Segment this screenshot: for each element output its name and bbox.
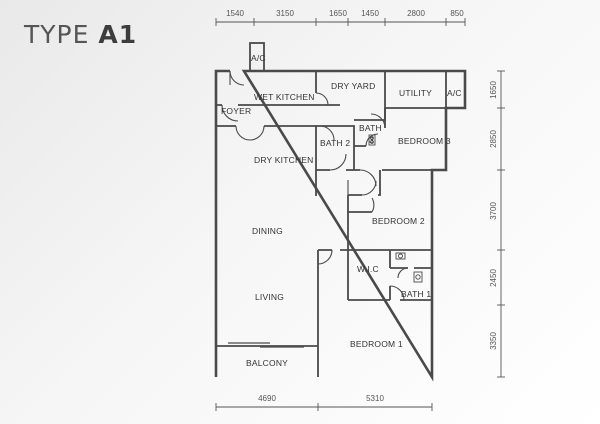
title-prefix: TYPE: [24, 20, 90, 49]
room-balcony: BALCONY: [246, 358, 288, 368]
room-bedroom-3: BEDROOM 3: [398, 136, 451, 146]
door-swings: [221, 70, 409, 301]
room-bath-2: BATH 2: [320, 138, 350, 148]
dim-top-1: 1540: [226, 9, 244, 18]
unit-type-code: A1: [98, 20, 138, 49]
bottom-dimension-line: [215, 403, 433, 411]
dim-right-3: 3700: [489, 202, 498, 220]
room-labels: A/C WET KITCHEN FOYER DRY YARD UTILITY A…: [221, 53, 462, 368]
dim-top-5: 2800: [407, 9, 425, 18]
page-title: TYPE A1: [24, 20, 137, 49]
right-dimension-line: [497, 70, 505, 378]
right-dimension-labels: 1650 2850 3700 2450 3350: [489, 81, 498, 350]
room-utility: UTILITY: [399, 88, 432, 98]
room-dry-yard: DRY YARD: [331, 81, 375, 91]
interior-walls: [216, 42, 447, 377]
room-living: LIVING: [255, 292, 284, 302]
dim-right-1: 1650: [489, 81, 498, 99]
bottom-dimension-labels: 4690 5310: [258, 394, 384, 403]
sink-fixture: [368, 134, 376, 146]
outer-walls: [214, 69, 467, 382]
dim-right-5: 3350: [489, 332, 498, 350]
room-bath-3-line1: BATH: [359, 123, 382, 133]
room-ac-right: A/C: [447, 88, 462, 98]
dim-right-4: 2450: [489, 269, 498, 287]
room-dry-kitchen: DRY KITCHEN: [254, 155, 314, 165]
dim-top-3: 1650: [329, 9, 347, 18]
room-bath-3-line2: 3: [369, 135, 374, 145]
room-ac-top: A/C: [251, 53, 266, 63]
dim-top-6: 850: [450, 9, 464, 18]
dim-top-2: 3150: [276, 9, 294, 18]
room-bedroom-2: BEDROOM 2: [372, 216, 425, 226]
dim-bottom-1: 4690: [258, 394, 276, 403]
room-wet-kitchen: WET KITCHEN: [254, 92, 315, 102]
room-bath-1: BATH 1: [401, 289, 431, 299]
room-foyer: FOYER: [221, 106, 251, 116]
balcony-sliding-door: [228, 342, 304, 348]
dim-bottom-2: 5310: [366, 394, 384, 403]
room-wic: W.I.C: [357, 264, 379, 274]
dim-top-4: 1450: [361, 9, 379, 18]
room-dining: DINING: [252, 226, 283, 236]
dim-right-2: 2850: [489, 130, 498, 148]
top-dimension-labels: 1540 3150 1650 1450 2800 850: [226, 9, 464, 18]
top-dimension-line: [215, 18, 466, 26]
room-bedroom-1: BEDROOM 1: [350, 339, 403, 349]
basin-fixture: [395, 252, 423, 283]
